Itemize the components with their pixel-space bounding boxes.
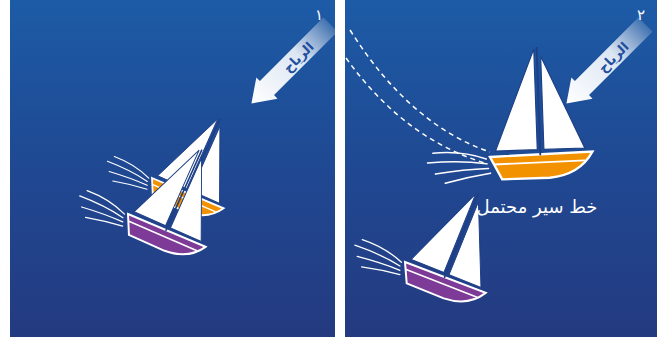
course-label: خط سير محتمل (462, 196, 612, 217)
wind-label: الرياح (573, 17, 654, 98)
panel: ٢الرياح (345, 0, 657, 337)
wind-arrow: الرياح (241, 14, 341, 114)
wind-label: الرياح (258, 17, 339, 98)
wind-arrow: الرياح (556, 14, 656, 114)
panel: ١الرياح (10, 0, 335, 337)
